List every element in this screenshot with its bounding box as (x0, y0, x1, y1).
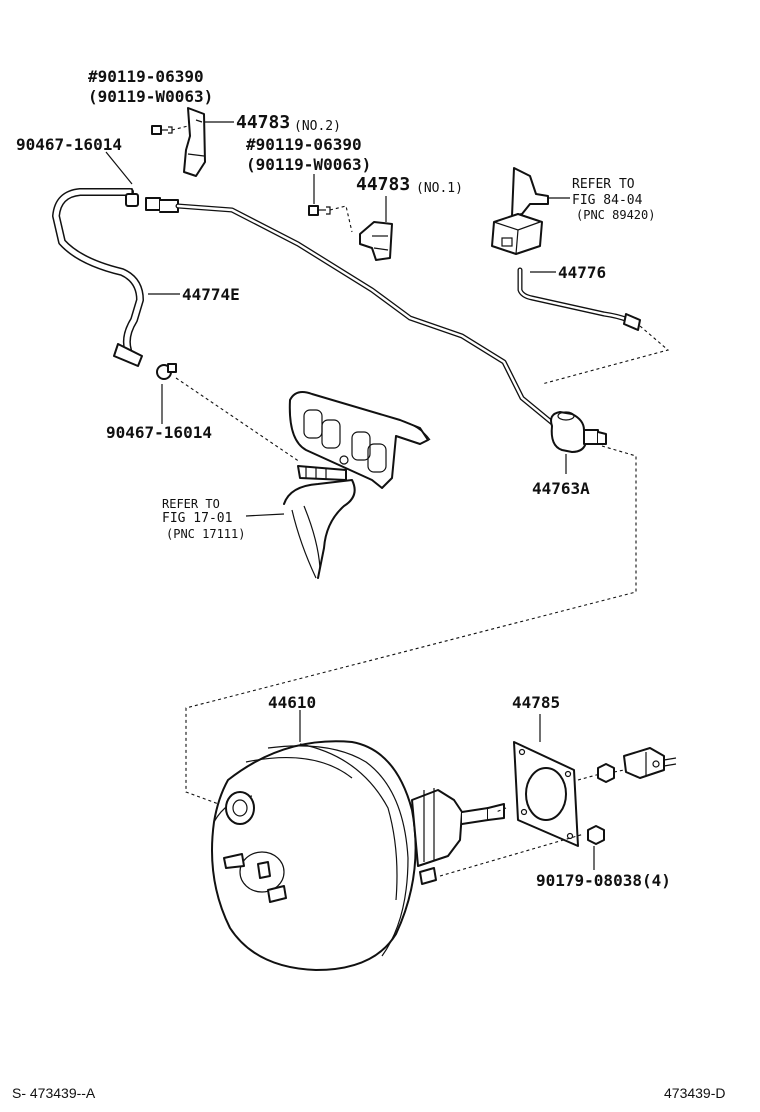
leader-clamp-top (105, 151, 133, 185)
intake-manifold (283, 391, 431, 579)
hose-44776-guide (541, 325, 670, 385)
gasket-guide-b (439, 833, 585, 877)
label-gasket: 44785 (512, 693, 560, 712)
label-refer-mid-3: (PNC 17111) (166, 527, 245, 541)
gasket (513, 741, 579, 847)
label-clip-bolt-a: #90119-06390 (88, 67, 204, 86)
label-nut: 90179-08038(4) (536, 871, 671, 890)
label-bracket-no1-suffix: (NO.1) (416, 181, 463, 196)
clevis (623, 747, 677, 779)
vsv-unit (491, 167, 549, 255)
hose-to-manifold-guide (175, 377, 301, 463)
hose-44776 (517, 267, 641, 331)
check-valve (550, 411, 607, 453)
leader-manifold (245, 513, 285, 517)
bracket-no2 (183, 107, 206, 177)
nut-guide (613, 769, 625, 773)
label-bracket-no2: 44783 (236, 112, 290, 133)
label-clip-bolt-b-alt: (90119-W0063) (246, 155, 371, 174)
label-refer-top-3: (PNC 89420) (576, 208, 655, 222)
label-bracket-no2-suffix: (NO.2) (294, 119, 341, 134)
label-hose-44776: 44776 (558, 263, 606, 282)
gasket-guide-a (495, 807, 507, 813)
lock-nut (597, 763, 615, 783)
label-refer-top-1: REFER TO (572, 177, 635, 192)
label-check-valve: 44763A (532, 479, 590, 498)
hose-clamp-bottom (156, 363, 177, 380)
clip-bolt-a (151, 125, 173, 135)
valve-to-booster-guide (185, 445, 637, 807)
label-booster: 44610 (268, 693, 316, 712)
label-hose-clamp-bottom: 90467-16014 (106, 423, 212, 442)
brake-booster (211, 740, 505, 971)
footer-left: S- 473439--A (12, 1085, 96, 1101)
gasket-guide-c (577, 773, 601, 781)
clip-bolt-b (308, 205, 331, 216)
footer-right: 473439-D (664, 1085, 726, 1101)
hose-44774e (52, 188, 144, 367)
hose-clamp-top (125, 188, 139, 207)
label-bracket-no1: 44783 (356, 174, 410, 195)
bolt-b-guide (329, 205, 353, 233)
label-refer-mid-1: REFER TO (162, 497, 220, 511)
bolt-a-guide (171, 125, 189, 131)
label-hose-44774e: 44774E (182, 285, 240, 304)
label-hose-clamp-top: 90467-16014 (16, 135, 122, 154)
vacuum-pipe (145, 197, 559, 429)
label-clip-bolt-b: #90119-06390 (246, 135, 362, 154)
booster-nut (587, 825, 605, 845)
bracket-no1 (359, 221, 393, 261)
label-refer-mid-2: FIG 17-01 (162, 511, 232, 526)
label-refer-top-2: FIG 84-04 (572, 193, 643, 208)
label-clip-bolt-a-alt: (90119-W0063) (88, 87, 213, 106)
